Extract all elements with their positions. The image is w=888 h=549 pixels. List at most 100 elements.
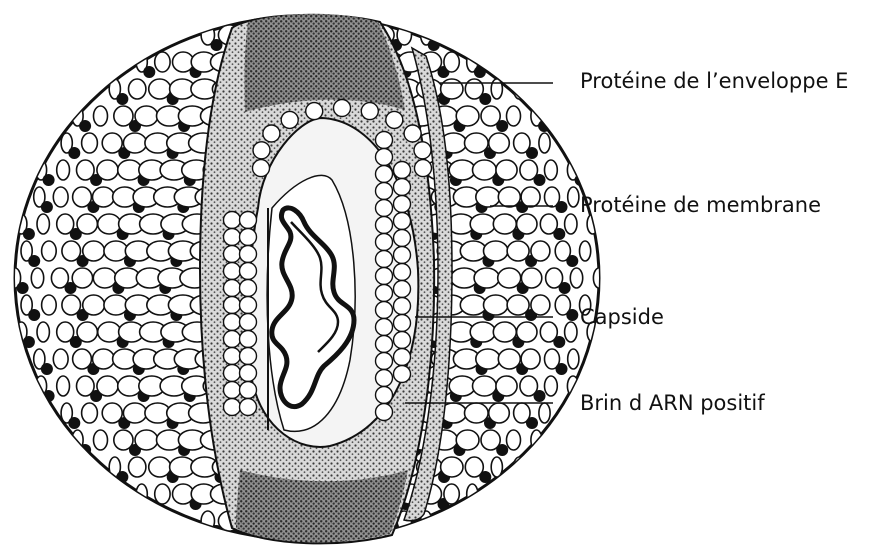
capsid-bead	[224, 331, 241, 348]
capsid-bead	[224, 229, 241, 246]
envelope-scale	[570, 268, 582, 288]
capsid-bead	[386, 111, 403, 128]
envelope-scale	[545, 376, 558, 396]
membrane-protein-dot	[594, 336, 606, 348]
capsid-bead	[281, 111, 298, 128]
membrane-protein-dot	[556, 363, 568, 375]
capsid-bead	[376, 285, 393, 302]
envelope-scale	[98, 322, 121, 342]
envelope-scale	[93, 187, 115, 207]
capsid-bead	[394, 332, 411, 349]
capsid-bead	[224, 348, 241, 365]
envelope-scale	[72, 268, 92, 288]
envelope-scale	[565, 214, 577, 234]
membrane-protein-dot	[28, 309, 40, 321]
envelope-scale	[498, 187, 520, 207]
membrane-protein-dot	[566, 255, 578, 267]
membrane-protein-dot	[41, 201, 53, 213]
envelope-scale	[473, 160, 497, 180]
envelope-scale	[531, 241, 550, 261]
envelope-scale	[493, 322, 516, 342]
envelope-scale	[507, 106, 521, 126]
membrane-protein-dot	[521, 471, 533, 483]
envelope-scale	[507, 241, 529, 261]
envelope-scale	[135, 106, 158, 126]
membrane-protein-dot	[28, 255, 40, 267]
envelope-scale	[37, 322, 49, 342]
envelope-scale	[565, 322, 577, 342]
envelope-scale	[149, 457, 171, 477]
membrane-protein-dot	[601, 282, 613, 294]
envelope-scale	[82, 403, 98, 423]
capsid-bead	[376, 404, 393, 421]
envelope-scale	[521, 349, 540, 369]
envelope-scale	[521, 187, 540, 207]
envelope-scale	[456, 106, 479, 126]
membrane-protein-dot	[43, 174, 55, 186]
envelope-scale	[507, 295, 529, 315]
label-capsid: Capside	[580, 305, 664, 329]
capsid-bead	[240, 297, 257, 314]
membrane-protein-dot	[474, 498, 486, 510]
envelope-scale	[470, 322, 495, 342]
membrane-protein-dot	[569, 417, 581, 429]
membrane-protein-dot	[116, 93, 128, 105]
envelope-scale	[123, 403, 146, 423]
envelope-scale	[77, 322, 97, 342]
capsid-bead	[376, 336, 393, 353]
envelope-scale	[470, 214, 495, 234]
envelope-scale	[441, 79, 463, 99]
envelope-scale	[155, 484, 170, 504]
capsid-bead	[376, 166, 393, 183]
envelope-scale	[77, 214, 97, 234]
envelope-scale	[460, 241, 486, 261]
envelope-scale	[489, 403, 510, 423]
envelope-scale	[498, 349, 520, 369]
envelope-scale	[93, 349, 115, 369]
membrane-protein-dot	[23, 228, 35, 240]
capsid-bead	[376, 251, 393, 268]
envelope-scale	[123, 133, 146, 153]
membrane-protein-dot	[496, 120, 508, 132]
capsid-bead	[376, 319, 393, 336]
envelope-scale	[489, 133, 510, 153]
capsid-bead	[394, 315, 411, 332]
envelope-scale	[517, 322, 537, 342]
envelope-scale	[155, 52, 170, 72]
membrane-protein-dot	[79, 120, 91, 132]
envelope-scale	[484, 241, 508, 261]
membrane-band-dark-top	[244, 14, 405, 112]
capsid-bead	[334, 100, 351, 117]
envelope-scale	[57, 160, 70, 180]
envelope-scale	[507, 430, 521, 450]
envelope-scale	[521, 268, 541, 288]
capsid-bead	[376, 200, 393, 217]
capsid-bead	[394, 213, 411, 230]
envelope-scale	[57, 376, 70, 396]
envelope-scale	[496, 160, 517, 180]
capsid-bead	[240, 212, 257, 229]
envelope-scale	[484, 295, 508, 315]
capsid-bead	[394, 162, 411, 179]
membrane-protein-dot	[143, 66, 155, 78]
capsid-bead	[240, 229, 257, 246]
envelope-scale	[104, 295, 128, 315]
label-rna-strand: Brin d ARN positif	[580, 391, 765, 415]
capsid-bead	[224, 314, 241, 331]
capsid-bead	[376, 387, 393, 404]
envelope-scale	[539, 403, 550, 423]
capsid-bead	[404, 125, 421, 142]
envelope-scale	[449, 376, 475, 396]
membrane-protein-dot	[41, 363, 53, 375]
capsid-bead	[240, 314, 257, 331]
membrane-protein-dot	[553, 228, 565, 240]
capsid-bead	[376, 132, 393, 149]
membrane-protein-dot	[479, 93, 491, 105]
envelope-scale	[42, 295, 57, 315]
envelope-scale	[545, 160, 558, 180]
membrane-protein-dot	[559, 282, 571, 294]
envelope-scale	[474, 268, 499, 288]
capsid-bead	[394, 349, 411, 366]
envelope-scale	[104, 241, 128, 261]
capsid-bead	[224, 297, 241, 314]
